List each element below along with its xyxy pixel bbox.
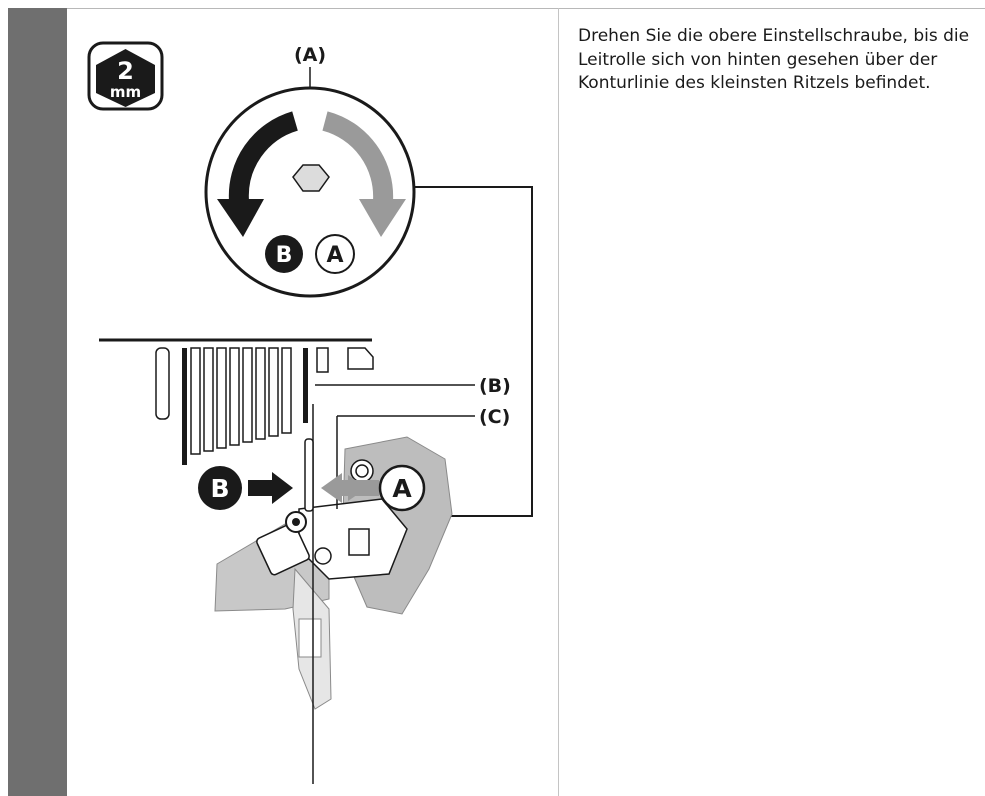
- hex-bolt-icon: [292, 164, 330, 192]
- cog-outline-label: (B): [479, 375, 511, 397]
- hex-key-icon: 2 mm: [87, 41, 164, 111]
- top-rule: [8, 8, 985, 9]
- tool-size-value: 2: [117, 57, 134, 85]
- illustration: 2 mm (A) B A: [67, 9, 558, 796]
- pulley-badge-b-letter: B: [210, 474, 229, 503]
- bolt-label: (A): [294, 44, 326, 66]
- arrow-b-head: [217, 199, 264, 237]
- pulley-label: (C): [479, 406, 510, 428]
- direction-arrow-b: B: [198, 466, 293, 510]
- badge-b-icon: [265, 235, 303, 273]
- arrow-a-cw: [322, 111, 394, 202]
- arrow-b-ccw: [228, 111, 299, 202]
- pulley-badge-a-letter: A: [392, 474, 412, 503]
- tool-size-unit: mm: [110, 83, 141, 101]
- zoom-circle: B A: [204, 86, 416, 298]
- guide-pulley: [304, 438, 314, 512]
- column-divider: [558, 8, 559, 796]
- badge-a-icon: [315, 234, 355, 274]
- pulley-badge-a-icon: [378, 464, 426, 512]
- badge-b-letter: B: [276, 243, 293, 268]
- pulley-badge-b-icon: [198, 466, 242, 510]
- derailleur-adjustment-diagram: 2 mm (A) B A: [87, 41, 533, 784]
- arrow-a-head: [359, 199, 406, 237]
- side-bar: [8, 8, 67, 796]
- direction-arrow-a: A: [321, 464, 426, 512]
- instruction-text: Drehen Sie die obere Einstellschraube, b…: [578, 26, 970, 93]
- cassette-cogs: [155, 347, 374, 465]
- manual-page: 2 mm (A) B A: [8, 8, 985, 796]
- badge-a-letter: A: [326, 243, 343, 268]
